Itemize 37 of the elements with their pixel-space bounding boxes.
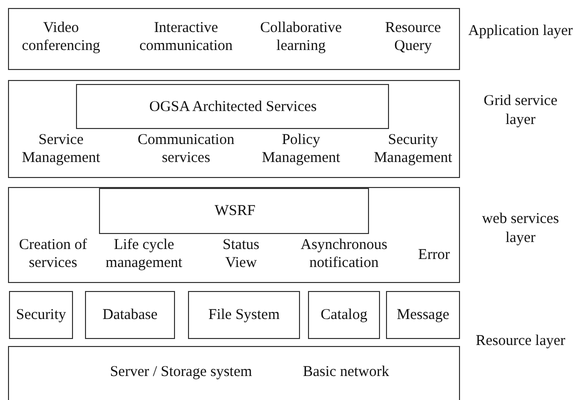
service-box bbox=[76, 84, 389, 129]
node-label: WSRF bbox=[214, 202, 256, 220]
node-label: Message bbox=[396, 306, 450, 324]
node-label: Database bbox=[102, 306, 158, 324]
node-label: Interactive communication bbox=[138, 19, 234, 55]
node-label: Asynchronous notification bbox=[300, 236, 388, 272]
layer-label: Resource layer bbox=[474, 332, 566, 351]
node-label: Communication services bbox=[136, 131, 236, 167]
node-label: Video conferencing bbox=[20, 19, 102, 55]
node-label: Security bbox=[15, 306, 67, 324]
layer-label: Grid service layer bbox=[482, 92, 558, 130]
layer-box bbox=[8, 8, 460, 70]
node-label: Basic network bbox=[302, 363, 390, 381]
node-label: Security Management bbox=[372, 131, 454, 167]
resource-box bbox=[308, 291, 380, 339]
layer-box bbox=[8, 80, 460, 178]
resource-box bbox=[188, 291, 300, 339]
resource-box bbox=[9, 291, 73, 339]
layer-label: web services layer bbox=[480, 210, 560, 248]
node-label: Collaborative learning bbox=[259, 19, 343, 55]
node-label: Policy Management bbox=[260, 131, 342, 167]
resource-box bbox=[85, 291, 175, 339]
node-label: Catalog bbox=[320, 306, 368, 324]
node-label: Life cycle management bbox=[104, 236, 184, 272]
layer-box bbox=[8, 346, 460, 400]
node-label: Server / Storage system bbox=[108, 363, 254, 381]
layer-label: Application layer bbox=[468, 22, 573, 41]
service-box bbox=[99, 188, 369, 234]
node-label: Service Management bbox=[20, 131, 102, 167]
node-label: OGSA Architected Services bbox=[148, 98, 318, 116]
node-label: Error bbox=[417, 246, 451, 264]
resource-box bbox=[386, 291, 460, 339]
layer-box bbox=[8, 187, 460, 283]
node-label: Resource Query bbox=[384, 19, 442, 55]
node-label: Status View bbox=[222, 236, 260, 272]
node-label: File System bbox=[207, 306, 281, 324]
node-label: Creation of services bbox=[18, 236, 88, 272]
